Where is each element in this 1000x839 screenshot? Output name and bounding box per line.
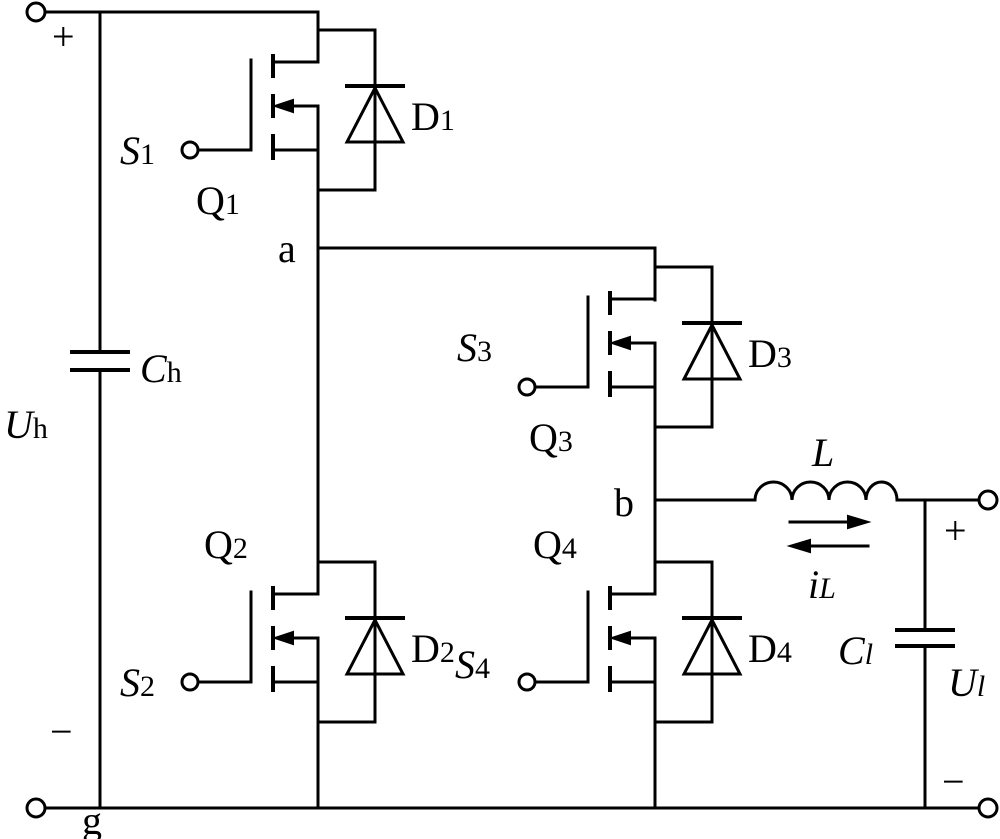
switch-4-s-label: S4 (455, 642, 490, 687)
current-sub: L (818, 572, 836, 605)
output-plus-label: + (944, 508, 967, 553)
s-name: S (120, 660, 140, 705)
s-sub: 4 (475, 652, 490, 685)
s-sub: 2 (140, 670, 155, 703)
input-plus-label: + (52, 14, 75, 59)
current-arrow-right-head (847, 514, 872, 530)
gate-wire (196, 58, 253, 152)
q-sub: 1 (225, 188, 240, 221)
q-name: Q (196, 178, 225, 223)
diode-body (344, 616, 406, 676)
switch-3-frame (653, 265, 714, 429)
switch-3-d-label: D3 (748, 331, 792, 376)
q-name: Q (204, 522, 233, 567)
input-minus-label: − (50, 709, 73, 754)
output-minus-label: − (942, 759, 965, 804)
switch-2-q-label: Q2 (204, 522, 248, 567)
q-sub: 4 (562, 532, 577, 565)
q-sub: 2 (233, 532, 248, 565)
switch-2-d-label: D2 (411, 626, 455, 671)
input-positive-terminal (25, 1, 47, 23)
load-voltage-sub: l (977, 670, 985, 703)
body-arrow-head (608, 630, 631, 646)
s-name: S (120, 128, 140, 173)
gate-terminal (517, 672, 537, 692)
d-sub: 2 (440, 636, 455, 669)
d-sub: 4 (777, 636, 792, 669)
current-arrow-left-head (786, 538, 811, 554)
source-voltage-sub: h (33, 412, 48, 445)
switch-2-frame (316, 560, 377, 724)
s-name: S (455, 642, 475, 687)
switch-3-s-label: S3 (457, 325, 492, 370)
current-label: iL (808, 562, 836, 607)
s-name: S (457, 325, 477, 370)
gate-terminal (180, 672, 200, 692)
output-positive-terminal (977, 489, 999, 511)
inductor-l (753, 480, 899, 502)
switch-4-q-label: Q4 (533, 522, 577, 567)
current-arrows (786, 514, 872, 554)
source-voltage-name: U (4, 402, 36, 447)
input-negative-terminal (25, 797, 47, 819)
body-arrow-head (608, 335, 631, 351)
switch-4-d-label: D4 (748, 626, 792, 671)
gate-wire (533, 590, 590, 684)
q-name: Q (533, 522, 562, 567)
switch-4-frame (653, 560, 714, 724)
switch-1-q-label: Q1 (196, 178, 240, 223)
d-name: D (411, 626, 440, 671)
gate-terminal (517, 377, 537, 397)
switch-2-s-label: S2 (120, 660, 155, 705)
node-b-label: b (614, 480, 634, 525)
output-negative-terminal (977, 797, 999, 819)
node-a-label: a (278, 226, 296, 271)
d-sub: 3 (777, 341, 792, 374)
capacitor-ch (70, 350, 130, 372)
diode-body (344, 84, 406, 144)
d-name: D (411, 94, 440, 139)
switch-3-q-label: Q3 (529, 415, 573, 460)
ch-sub: h (167, 356, 182, 389)
capacitor-cl (895, 628, 955, 648)
q-sub: 3 (558, 425, 573, 458)
d-name: D (748, 331, 777, 376)
d-name: D (748, 626, 777, 671)
diode-body (681, 321, 743, 381)
load-voltage-label: Ul (948, 660, 985, 705)
s-sub: 3 (477, 335, 492, 368)
source-voltage-label: Uh (4, 402, 48, 447)
ch-name: C (140, 346, 168, 391)
d-sub: 1 (440, 104, 455, 137)
gate-wire (196, 590, 253, 684)
s-sub: 1 (140, 138, 155, 171)
gate-terminal (180, 140, 200, 160)
ground-label: g (82, 798, 102, 839)
ch-label: Ch (140, 346, 182, 391)
body-arrow-head (271, 630, 294, 646)
cl-name: C (838, 628, 866, 673)
current-name: i (808, 562, 819, 607)
cl-sub: l (865, 638, 873, 671)
diode-body (681, 616, 743, 676)
inductor-label: L (811, 430, 834, 475)
load-voltage-name: U (948, 660, 980, 705)
gate-wire (533, 295, 590, 389)
cl-label: Cl (838, 628, 873, 673)
body-arrow-head (271, 98, 294, 114)
switch-1-s-label: S1 (120, 128, 155, 173)
switch-1-d-label: D1 (411, 94, 455, 139)
labels: + − Uh Ch a b g L iL Cl + − Ul (4, 14, 985, 839)
switch-1-frame (316, 28, 377, 192)
q-name: Q (529, 415, 558, 460)
